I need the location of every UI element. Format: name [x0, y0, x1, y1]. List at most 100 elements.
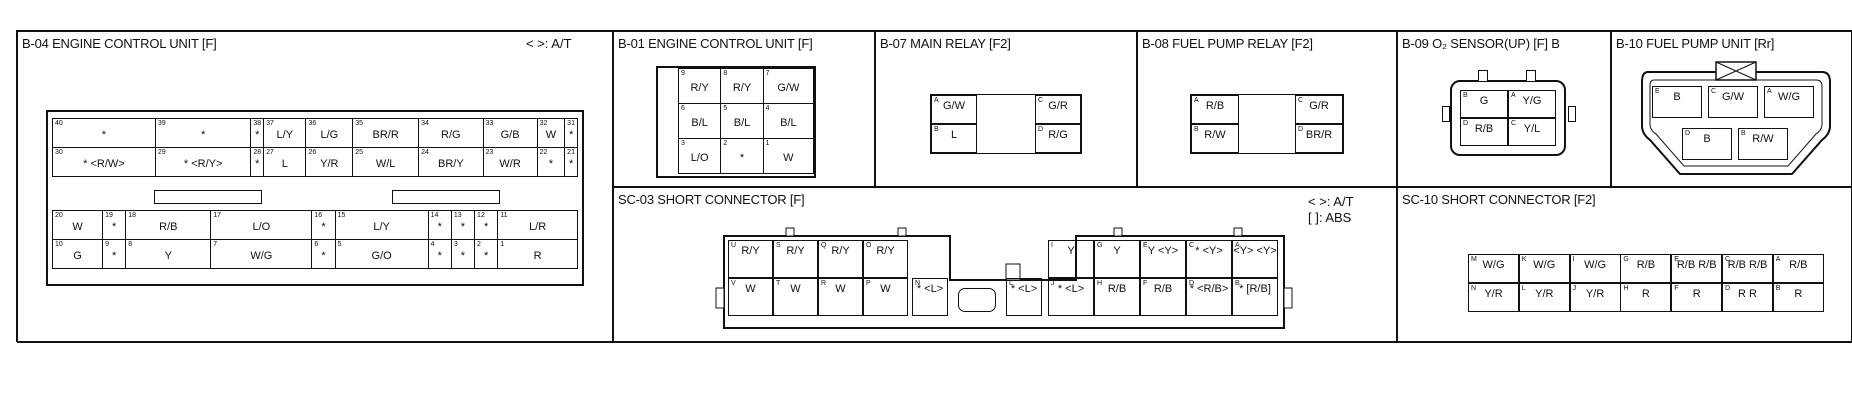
pin-number: C	[1725, 256, 1731, 263]
pin-number: 40	[55, 120, 63, 127]
b10-connector-outline	[1641, 61, 1831, 175]
wire-color: G/R	[1309, 100, 1329, 112]
pin-cell: N* <L>	[912, 278, 948, 316]
wire-color: G/W	[943, 100, 965, 112]
pin-number: 22	[539, 149, 548, 156]
panel-title: B-07 MAIN RELAY [F2]	[880, 36, 1011, 51]
pin-number: E	[1674, 256, 1679, 263]
wire-color: * <L>	[916, 283, 944, 295]
pin-number: 14	[430, 212, 439, 219]
wire-color: R	[1692, 288, 1701, 300]
pin-cell: 21*	[564, 147, 578, 177]
pin-cell: 3*	[450, 239, 476, 269]
wire-color: Y/L	[1523, 123, 1541, 135]
pin-number: A	[934, 97, 939, 104]
connector-latch	[958, 288, 996, 312]
pin-number: D	[1298, 126, 1304, 133]
wire-color: G/O	[371, 250, 392, 262]
pin-number: P	[866, 280, 871, 287]
wire-color: *	[255, 129, 260, 141]
wire-color: Y/R	[1535, 288, 1554, 300]
pin-cell: 22*	[536, 147, 566, 177]
pin-number: 6	[681, 105, 685, 112]
wire-color: R	[1641, 288, 1650, 300]
wire-color: R/Y	[786, 245, 805, 257]
wire-color: B/L	[780, 117, 797, 129]
wire-color: *	[484, 221, 489, 233]
pin-cell: B* [R/B]	[1232, 278, 1278, 316]
pin-number: H	[1623, 285, 1629, 292]
abs-legend: [ ]: ABS	[1308, 210, 1352, 225]
wire-color: W	[745, 283, 756, 295]
pin-number: 33	[485, 120, 494, 127]
wire-color: L/O	[252, 221, 271, 233]
pin-number: 37	[266, 120, 274, 127]
pin-number: S	[776, 242, 781, 249]
pin-cell: L* <L>	[1006, 278, 1042, 316]
pin-number: 39	[157, 120, 166, 127]
wire-color: R/B	[1153, 283, 1173, 295]
pin-number: 16	[314, 212, 323, 219]
wire-color: G/W	[777, 82, 800, 94]
pin-number: 10	[55, 241, 63, 248]
pin-number: N	[915, 280, 921, 287]
pin-number: 19	[105, 212, 113, 219]
pin-number: 26	[308, 149, 317, 156]
latch-tab	[1568, 106, 1576, 122]
panel-title: B-09 O₂ SENSOR(UP) [F] B	[1402, 36, 1560, 51]
wire-color: R/B R/B	[1727, 259, 1768, 271]
pin-number: C	[1189, 242, 1195, 249]
pin-number: D	[1685, 130, 1691, 137]
wire-color: R/B	[1636, 259, 1656, 271]
pin-number: 1	[500, 241, 505, 248]
pin-number: 18	[128, 212, 137, 219]
pin-number: 30	[55, 149, 63, 156]
pin-number: 4	[430, 241, 435, 248]
wire-color: *	[112, 250, 117, 262]
wire-color: R/G	[1048, 129, 1068, 141]
pin-number: 12	[477, 212, 485, 219]
pin-number: B	[1741, 130, 1746, 137]
pin-number: 17	[213, 212, 222, 219]
connector-diagram-frame: B-04 ENGINE CONTROL UNIT [F] < >: A/T 40…	[16, 30, 1852, 343]
pin-number: 35	[355, 120, 363, 127]
panel-title: B-08 FUEL PUMP RELAY [F2]	[1142, 36, 1313, 51]
wire-color: R/Y	[690, 82, 709, 94]
latch-tab	[1526, 70, 1536, 82]
panel-title: SC-03 SHORT CONNECTOR [F]	[618, 192, 805, 207]
wire-color: L/R	[529, 221, 547, 233]
panel-b04: B-04 ENGINE CONTROL UNIT [F] < >: A/T 40…	[17, 31, 613, 343]
wire-color: B/L	[691, 117, 708, 129]
pin-number: B	[1775, 285, 1781, 292]
wire-color: W	[880, 283, 891, 295]
wire-color: B	[1673, 91, 1681, 103]
